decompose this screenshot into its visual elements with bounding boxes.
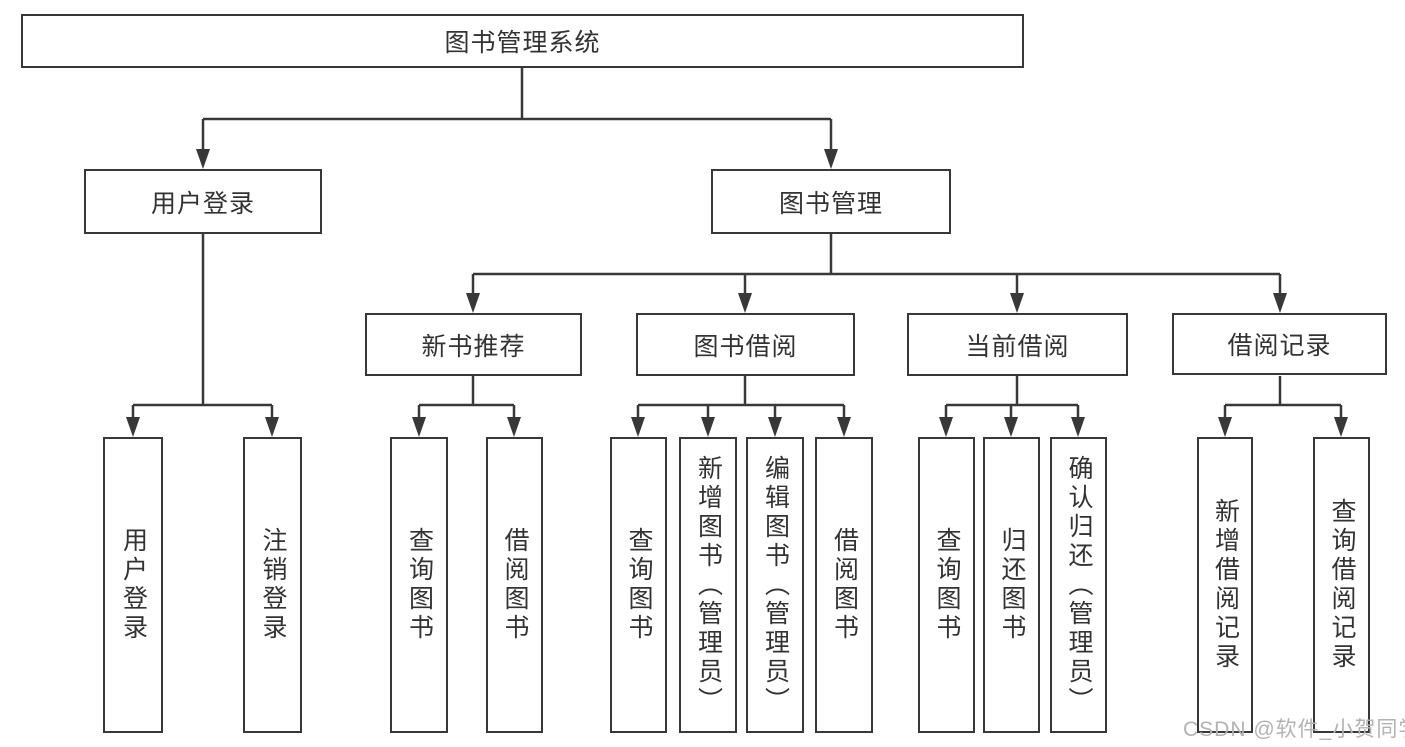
leaf-return-book: 归还图书 [983, 437, 1040, 733]
node-user-login-label: 用户登录 [150, 189, 255, 218]
leaf-logout-label: 注销登录 [259, 527, 287, 643]
leaf-query-borrow-record-label: 查询借阅记录 [1328, 498, 1356, 672]
leaf-add-borrow-record: 新增借阅记录 [1197, 437, 1253, 733]
node-current-borrow: 当前借阅 [907, 313, 1128, 376]
node-user-login: 用户登录 [84, 169, 322, 234]
leaf-borrow-query-book-label: 查询图书 [625, 527, 653, 643]
leaf-borrow-book: 借阅图书 [815, 437, 873, 733]
leaf-add-borrow-record-label: 新增借阅记录 [1211, 498, 1240, 672]
node-book-management-label: 图书管理 [778, 189, 883, 218]
node-new-book-recommend-label: 新书推荐 [421, 332, 526, 361]
watermark: CSDN @软件_小贺同学 [1183, 718, 1405, 741]
node-new-book-recommend: 新书推荐 [365, 313, 582, 376]
leaf-recommend-query-book-label: 查询图书 [405, 527, 434, 643]
leaf-confirm-return-admin-label: 确认归还（管理员） [1065, 454, 1093, 716]
leaf-add-book-admin: 新增图书（管理员） [679, 437, 737, 733]
leaf-current-query-book-label: 查询图书 [933, 527, 961, 643]
node-book-management: 图书管理 [711, 169, 951, 234]
arrowheads [126, 149, 1348, 437]
node-root: 图书管理系统 [21, 14, 1024, 68]
node-root-label: 图书管理系统 [444, 29, 601, 57]
leaf-recommend-borrow-book-label: 借阅图书 [501, 527, 529, 643]
leaf-user-login-label: 用户登录 [119, 527, 148, 643]
leaf-recommend-borrow-book: 借阅图书 [486, 437, 543, 733]
node-borrow-records: 借阅记录 [1172, 313, 1387, 375]
leaf-current-query-book: 查询图书 [918, 437, 975, 733]
leaf-confirm-return-admin: 确认归还（管理员） [1050, 437, 1107, 733]
node-borrow-records-label: 借阅记录 [1227, 332, 1332, 360]
leaf-edit-book-admin: 编辑图书（管理员） [746, 437, 804, 733]
leaf-borrow-book-label: 借阅图书 [830, 527, 859, 643]
leaf-query-borrow-record: 查询借阅记录 [1313, 437, 1370, 733]
leaf-return-book-label: 归还图书 [998, 527, 1026, 643]
leaf-user-login: 用户登录 [103, 437, 163, 733]
leaf-add-book-admin-label: 新增图书（管理员） [694, 454, 723, 716]
node-current-borrow-label: 当前借阅 [965, 332, 1070, 361]
leaf-logout: 注销登录 [243, 437, 302, 733]
leaf-recommend-query-book: 查询图书 [390, 437, 448, 733]
leaf-borrow-query-book: 查询图书 [610, 437, 667, 733]
leaf-edit-book-admin-label: 编辑图书（管理员） [761, 454, 790, 716]
node-book-borrow-label: 图书借阅 [693, 332, 798, 361]
node-book-borrow: 图书借阅 [636, 313, 855, 376]
